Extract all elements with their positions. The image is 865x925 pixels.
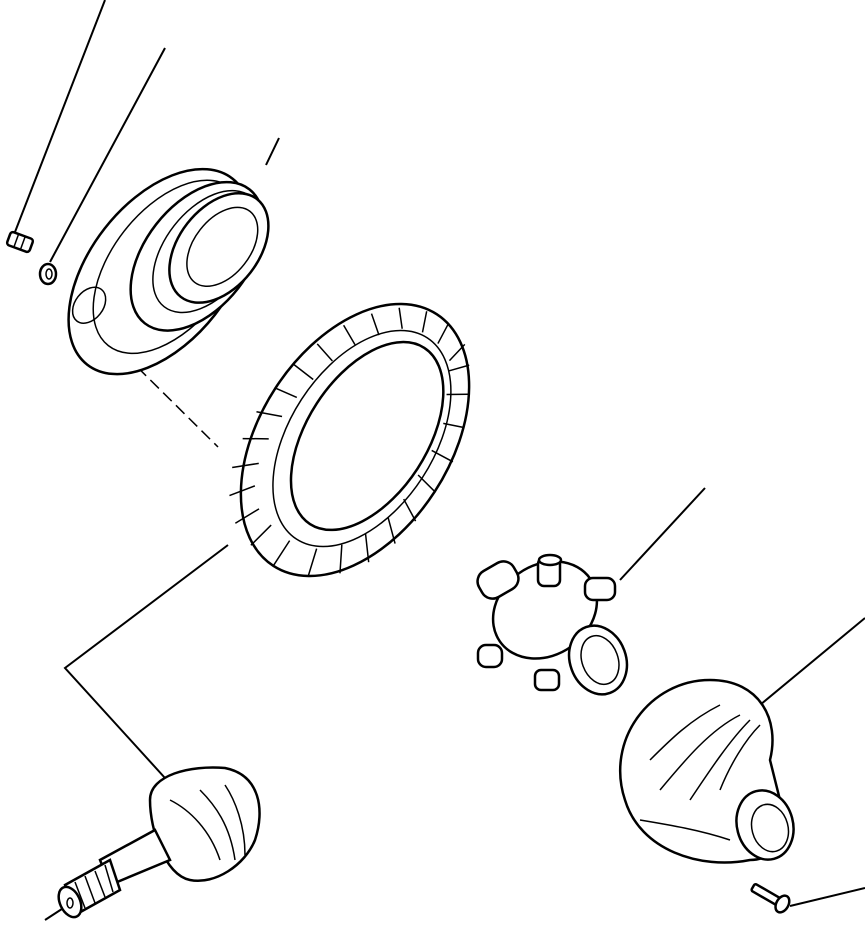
bolt: [5, 230, 35, 254]
leader-line-spider: [619, 487, 706, 581]
drive-pinion: [57, 766, 261, 919]
leader-line-ring-gear-pinion: [63, 544, 229, 779]
differential-spider: [476, 553, 629, 696]
leader-line-differential-case: [759, 617, 865, 706]
leader-line-bolt: [14, 0, 106, 233]
leader-line-bearing-housing: [265, 137, 280, 166]
ring-gear: [229, 302, 471, 578]
leader-line-screw: [789, 887, 865, 907]
leader-line-washer: [49, 47, 166, 263]
differential-case: [619, 678, 795, 864]
washer: [38, 262, 58, 286]
screw: [750, 883, 791, 914]
bearing-housing: [67, 167, 270, 376]
